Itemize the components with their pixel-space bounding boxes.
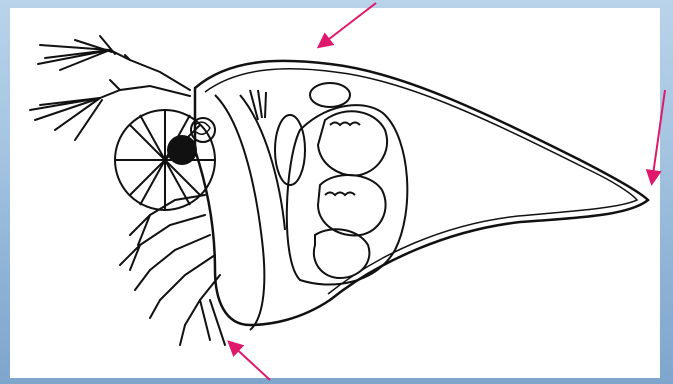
bottom-arrow xyxy=(230,343,270,380)
compound-eye-icon xyxy=(167,118,215,165)
thoracic-legs xyxy=(120,195,225,345)
carapace-outline xyxy=(195,61,648,325)
annotation-arrows xyxy=(230,3,665,380)
carapace-inner-line xyxy=(205,69,637,294)
brood-chamber xyxy=(287,105,408,284)
right-arrow xyxy=(652,90,665,182)
top-arrow xyxy=(320,3,376,46)
